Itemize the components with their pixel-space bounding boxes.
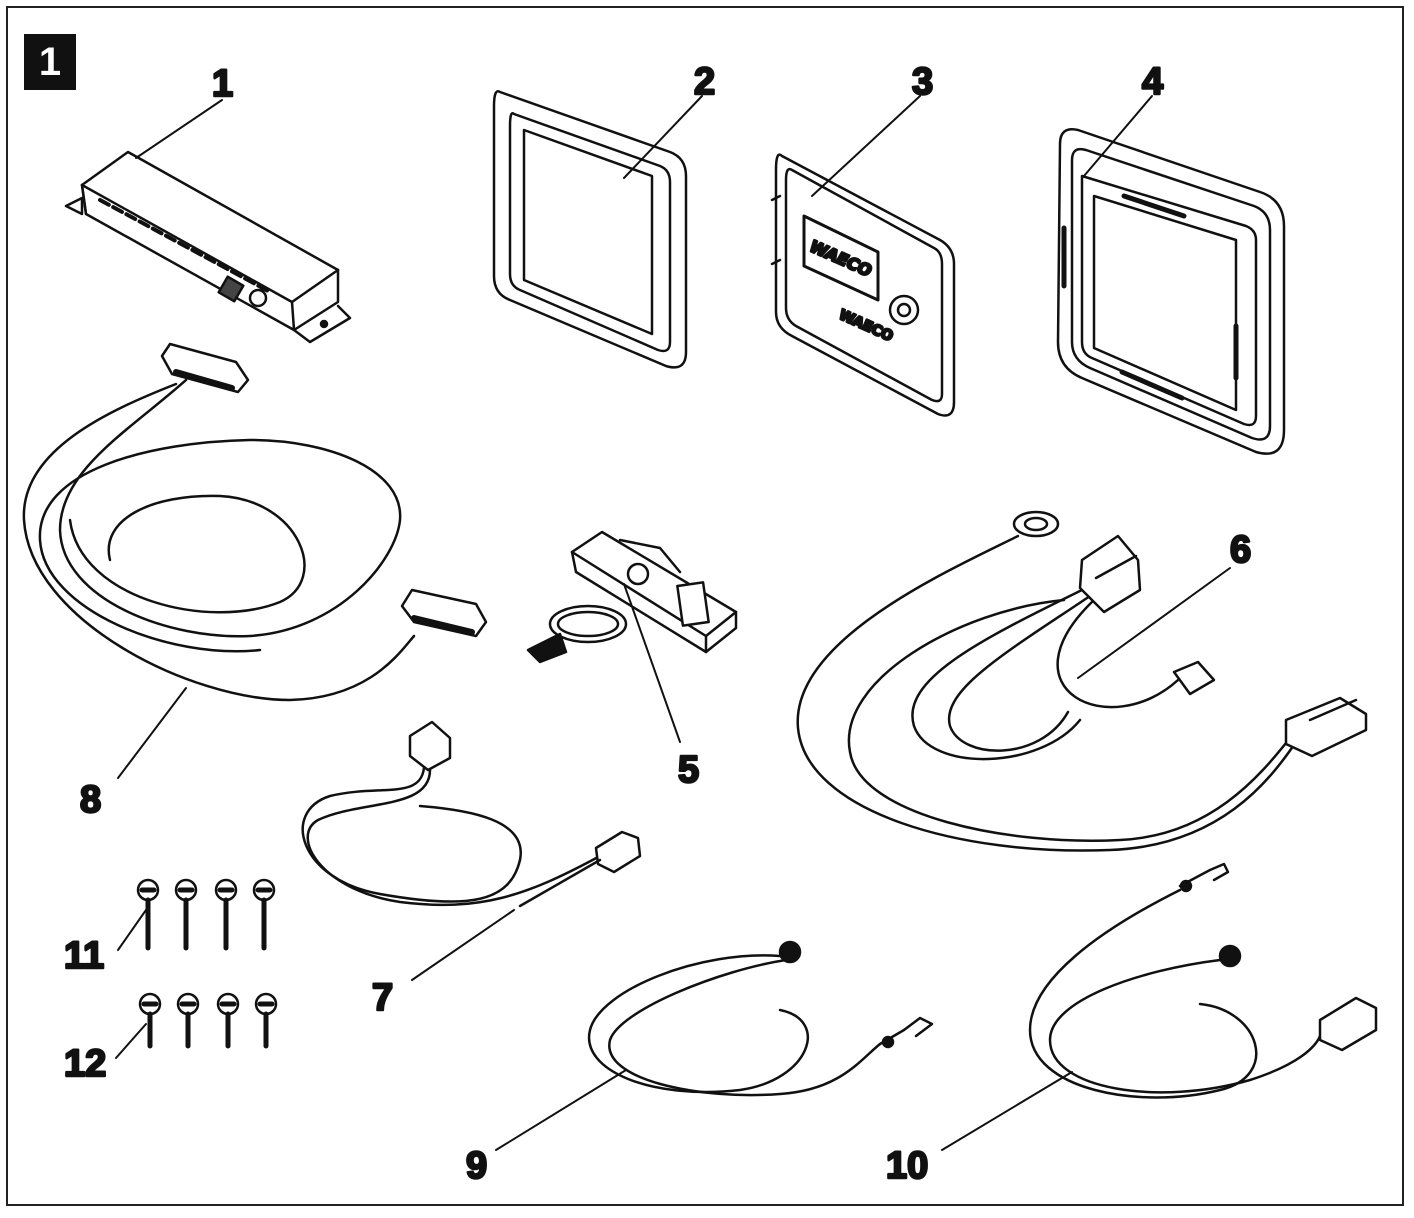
part-1-control-unit [64, 150, 352, 344]
part-12-short-screws [138, 992, 278, 1049]
part-10-power-cable [1028, 862, 1378, 1099]
callout-2: 2 [694, 61, 715, 103]
part-3-display-panel: WAECO WAECO [770, 153, 956, 417]
part-4-mounting-frame [1056, 128, 1286, 455]
callout-7: 7 [372, 977, 393, 1019]
screw-12c [216, 992, 240, 1049]
screw-12b [176, 992, 200, 1049]
callout-10: 10 [886, 1145, 928, 1187]
callout-4: 4 [1142, 61, 1163, 103]
figure-frame [6, 6, 1404, 1206]
callout-5: 5 [678, 749, 699, 791]
screw-11a [136, 878, 160, 951]
figure-number-badge: 1 [24, 34, 76, 90]
callout-8: 8 [80, 779, 101, 821]
screw-11d [252, 878, 276, 951]
callout-9: 9 [466, 1145, 487, 1187]
part-2-mounting-frame [492, 90, 688, 369]
leader-lines [115, 95, 1231, 1151]
callout-11: 11 [64, 935, 104, 977]
part-9-power-cable [587, 940, 934, 1097]
screw-11c [214, 878, 238, 951]
part-11-long-screws [136, 878, 276, 951]
callout-3: 3 [912, 61, 933, 103]
screw-11b [174, 878, 198, 951]
callout-1: 1 [212, 63, 233, 105]
part-8-data-cable [22, 342, 488, 702]
part-7-connection-cable [301, 720, 642, 908]
callout-labels: 1 2 3 4 5 6 7 8 9 10 11 12 [63, 60, 1253, 1189]
screw-12d [254, 992, 278, 1049]
part-6-cable-harness [796, 510, 1368, 852]
screw-12a [138, 992, 162, 1049]
part-5-temperature-sensor [526, 530, 738, 664]
callout-6: 6 [1230, 529, 1251, 571]
callout-12: 12 [64, 1043, 106, 1085]
